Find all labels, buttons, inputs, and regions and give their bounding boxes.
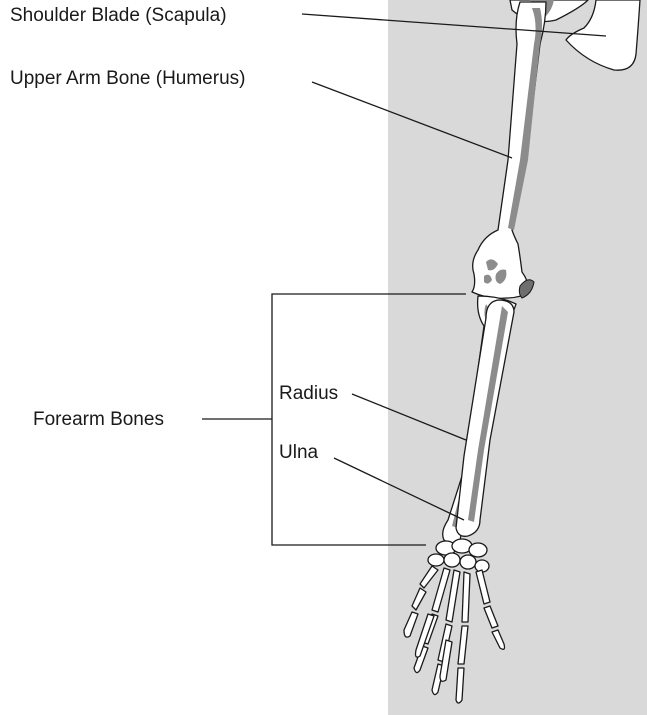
radius-label: Radius bbox=[279, 383, 338, 404]
humerus-label: Upper Arm Bone (Humerus) bbox=[10, 68, 245, 89]
scapula-label: Shoulder Blade (Scapula) bbox=[10, 5, 227, 26]
forearm-bones-label: Forearm Bones bbox=[33, 409, 164, 430]
ulna-label: Ulna bbox=[279, 442, 319, 463]
